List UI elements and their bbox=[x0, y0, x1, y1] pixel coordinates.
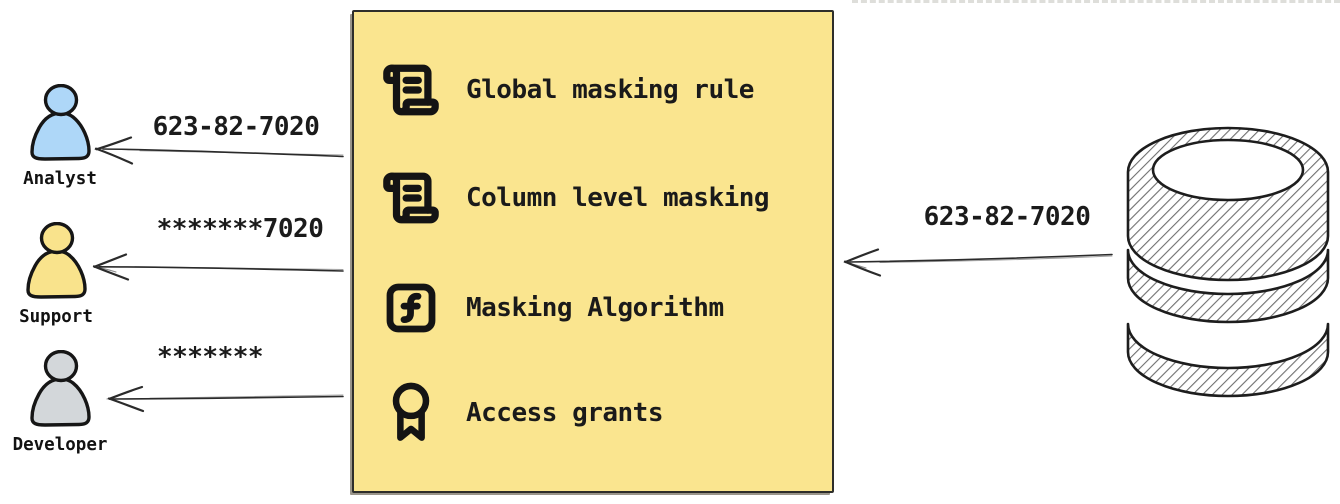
analyst-person-icon bbox=[23, 83, 97, 166]
support-person-icon bbox=[19, 221, 93, 304]
award-icon bbox=[382, 382, 440, 444]
masked-value-developer: ******* bbox=[156, 342, 264, 372]
masking-item-label: Masking Algorithm bbox=[466, 293, 724, 323]
function-square-icon bbox=[382, 277, 440, 339]
masking-rules-box: Global masking rule Column level masking bbox=[352, 10, 834, 493]
masking-item-label: Access grants bbox=[466, 398, 664, 428]
person-developer: Developer bbox=[4, 349, 116, 455]
person-label-developer: Developer bbox=[12, 435, 108, 455]
person-analyst: Analyst bbox=[4, 83, 116, 189]
masked-value-analyst: 623-82-7020 bbox=[152, 112, 320, 142]
scroll-icon bbox=[382, 167, 440, 229]
masking-item-global-rule: Global masking rule bbox=[382, 60, 754, 120]
masking-item-column-level: Column level masking bbox=[382, 167, 770, 229]
arrow-to-developer bbox=[106, 385, 344, 413]
arrow-to-support bbox=[92, 253, 344, 281]
masking-item-algorithm: Masking Algorithm bbox=[382, 278, 724, 338]
person-label-analyst: Analyst bbox=[23, 169, 97, 189]
person-label-support: Support bbox=[19, 307, 93, 327]
masking-item-access-grants: Access grants bbox=[382, 382, 664, 444]
masking-item-label: Column level masking bbox=[466, 183, 770, 213]
database-icon bbox=[1122, 118, 1334, 404]
developer-person-icon bbox=[23, 349, 97, 432]
person-support: Support bbox=[0, 221, 112, 327]
masked-value-support: *******7020 bbox=[156, 214, 324, 244]
masking-item-label: Global masking rule bbox=[466, 75, 754, 105]
arrow-database-to-box bbox=[843, 248, 1113, 277]
database-output-value: 623-82-7020 bbox=[923, 202, 1091, 232]
scroll-icon bbox=[382, 59, 440, 121]
torn-edge-decoration bbox=[852, 0, 1340, 3]
